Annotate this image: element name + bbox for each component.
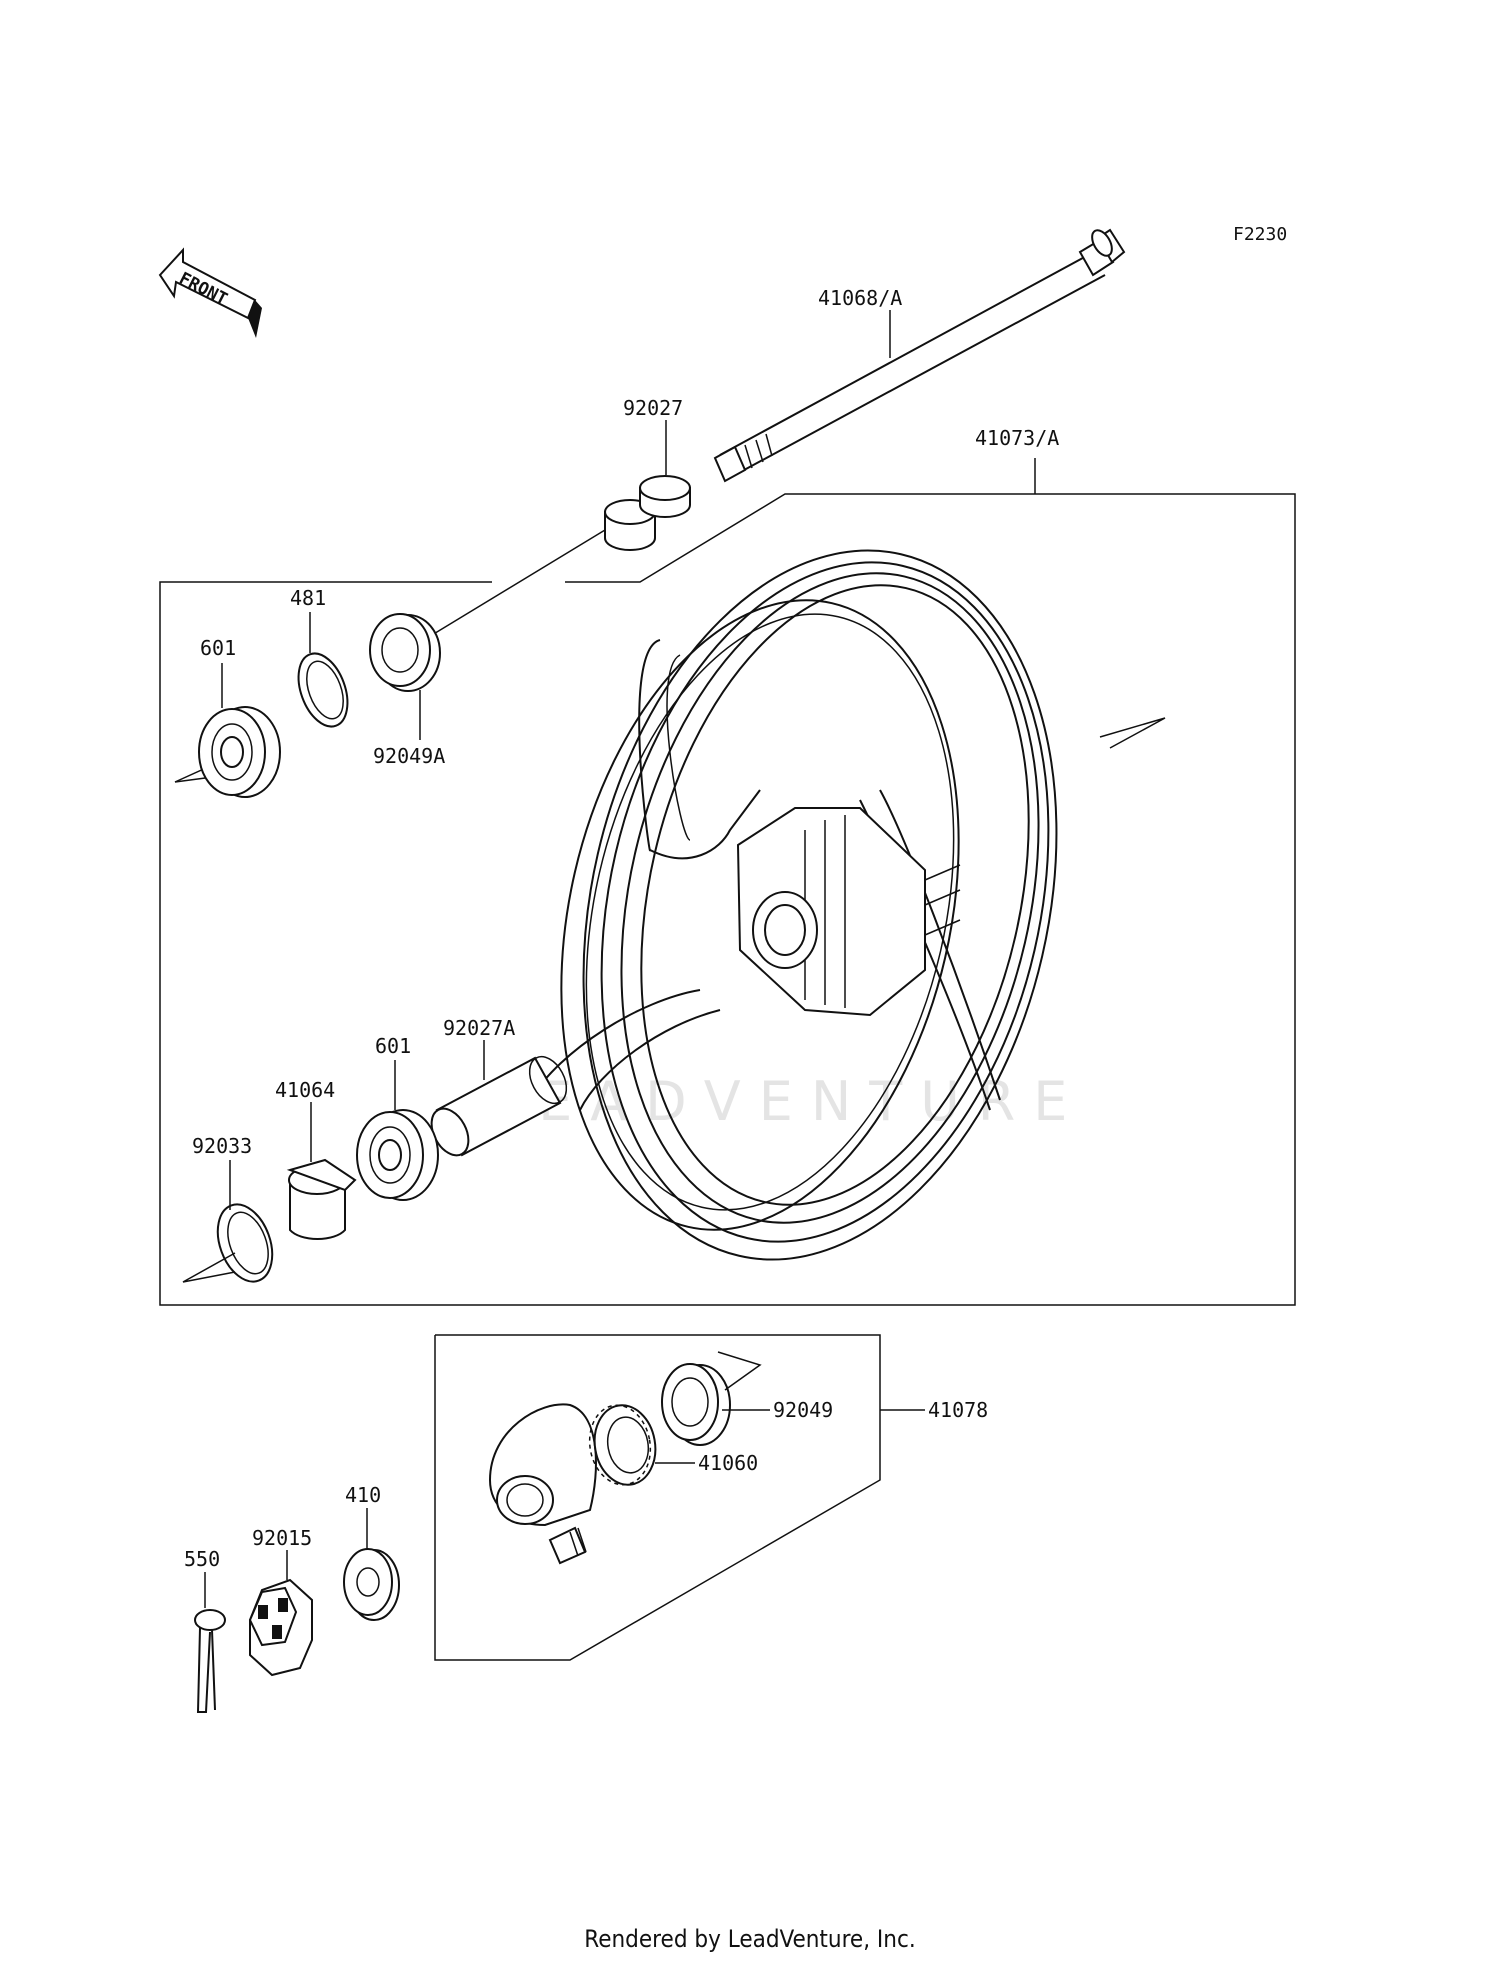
watermark: LEADVENTURE — [490, 1070, 1085, 1133]
label-92033: 92033 — [192, 1134, 252, 1158]
label-550: 550 — [184, 1547, 220, 1571]
axis-line-92033 — [182, 1252, 236, 1283]
bearing-601-bottom — [356, 1109, 439, 1201]
bearing-601-top — [198, 706, 281, 798]
hub-assembly-box — [434, 1334, 881, 1661]
label-410: 410 — [345, 1483, 381, 1507]
axis-line-top — [431, 529, 606, 636]
circlip-92033 — [216, 1203, 274, 1283]
label-601-top: 601 — [200, 636, 236, 660]
axis-line-wheel — [1099, 717, 1166, 749]
wheel-rim — [560, 549, 1058, 1261]
label-481: 481 — [290, 586, 326, 610]
diagram-code: F2230 — [1233, 224, 1287, 245]
collar-92027A — [430, 1055, 568, 1157]
label-92015: 92015 — [252, 1526, 312, 1550]
label-92049: 92049 — [773, 1398, 833, 1422]
cotter-pin-550 — [194, 1609, 226, 1713]
collar-92027 — [604, 475, 691, 551]
castle-nut-92015 — [248, 1578, 313, 1677]
axis-line-hub — [717, 1351, 762, 1391]
oil-seal-92049 — [661, 1363, 731, 1446]
label-601-bottom: 601 — [375, 1034, 411, 1058]
front-arrow-icon: FRONT — [158, 247, 262, 338]
label-41073A: 41073/A — [975, 426, 1059, 450]
label-92027: 92027 — [623, 396, 683, 420]
label-41064: 41064 — [275, 1078, 335, 1102]
footer-credit: Rendered by LeadVenture, Inc. — [584, 1925, 916, 1953]
label-41078: 41078 — [928, 1398, 988, 1422]
label-41068A: 41068/A — [818, 286, 902, 310]
circlip-481 — [297, 652, 349, 728]
oil-seal-92049A — [369, 613, 441, 692]
washer-410 — [343, 1548, 400, 1621]
speedometer-gear-housing — [488, 1403, 597, 1565]
speedometer-gear-41060 — [588, 1404, 657, 1486]
label-41060: 41060 — [698, 1451, 758, 1475]
label-92049A: 92049A — [373, 744, 445, 768]
wheel-hub — [736, 807, 961, 1017]
collar-41064 — [286, 1158, 357, 1241]
label-92027A: 92027A — [443, 1016, 515, 1040]
axle-shaft — [713, 228, 1126, 483]
wheel-group-box — [159, 493, 1296, 1306]
